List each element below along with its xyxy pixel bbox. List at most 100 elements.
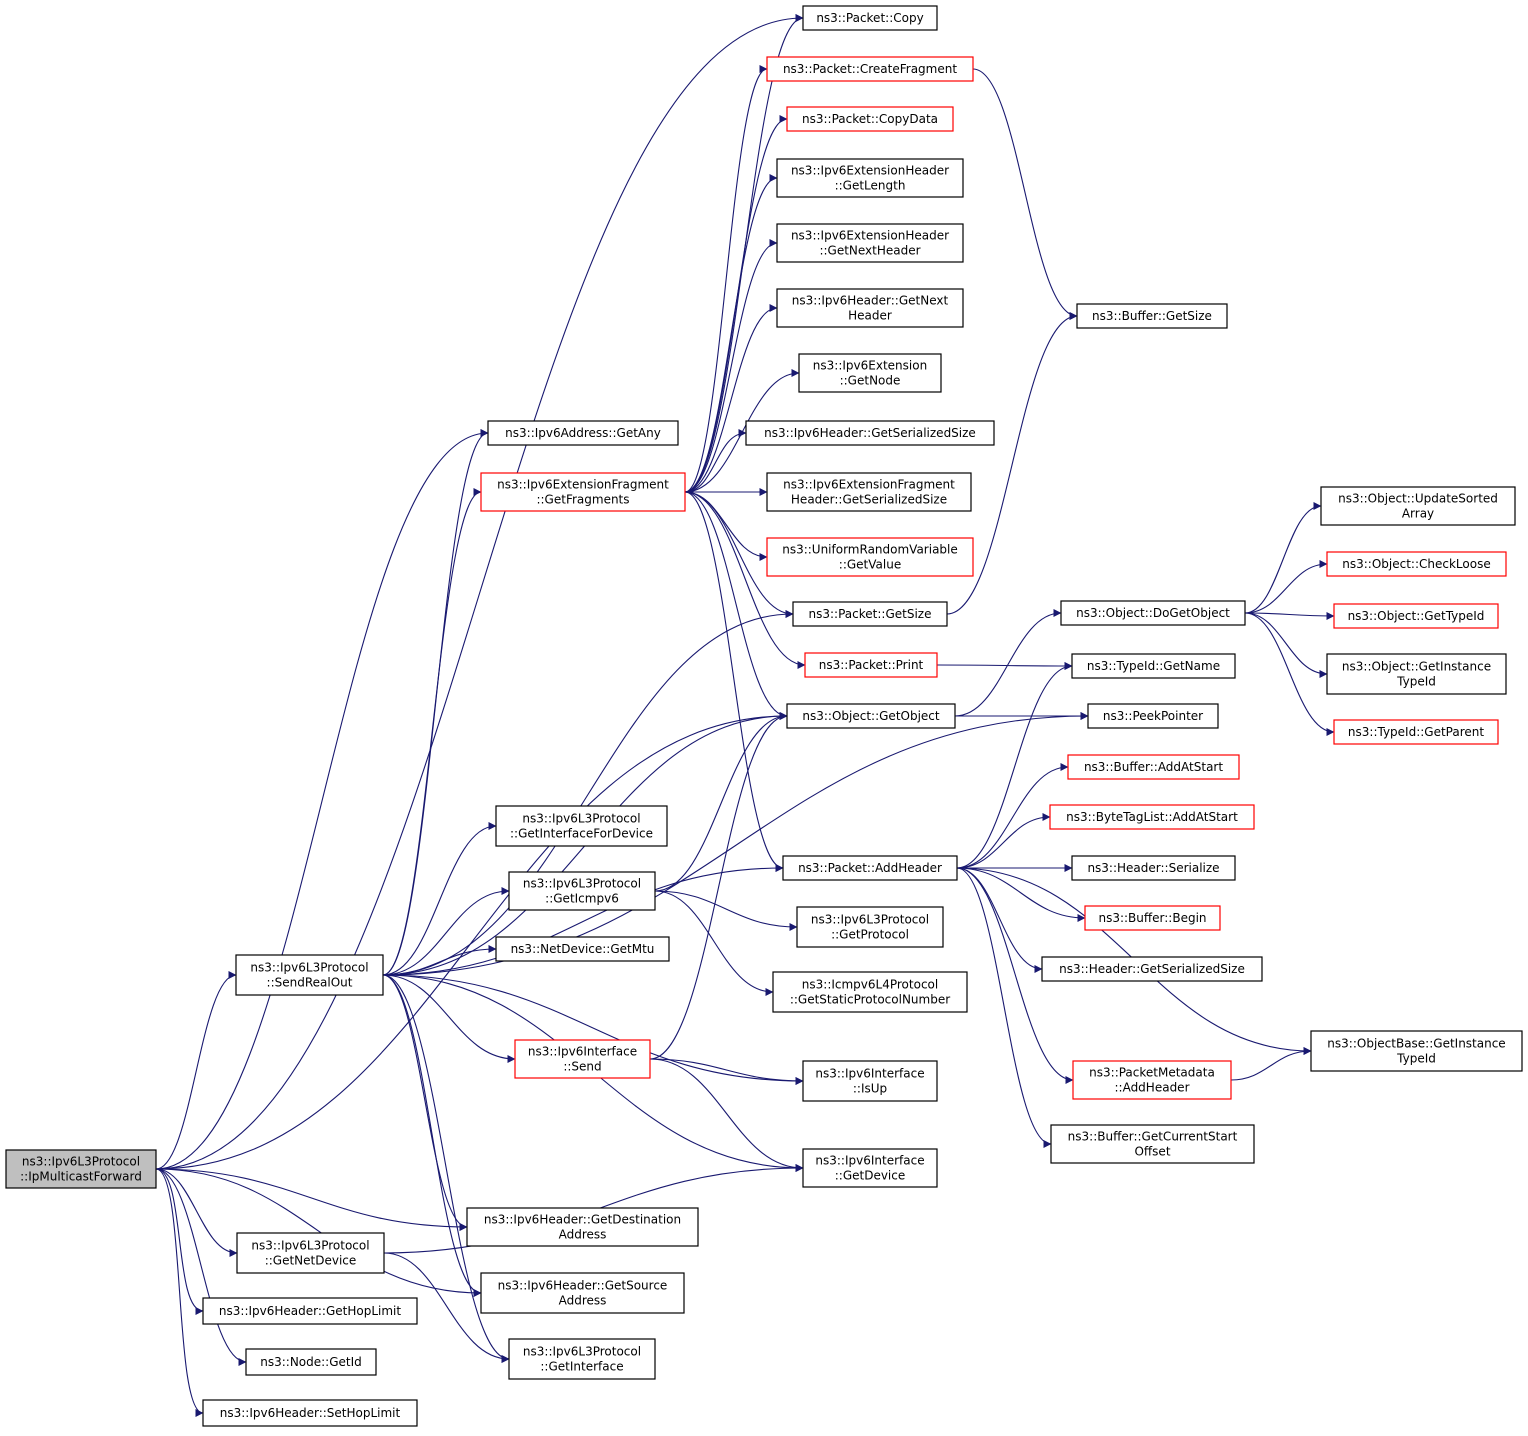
node-box[interactable] xyxy=(1072,1060,1232,1100)
node-getnetdevice[interactable]: ns3::Ipv6L3Protocol::GetNetDevice xyxy=(236,1232,385,1274)
node-typeid_getparent[interactable]: ns3::TypeId::GetParent xyxy=(1333,719,1499,745)
node-pkt_addheader[interactable]: ns3::Packet::AddHeader xyxy=(782,855,958,881)
node-box[interactable] xyxy=(487,420,679,446)
node-box[interactable] xyxy=(802,1060,938,1102)
node-header_sersize[interactable]: ns3::Header::GetSerializedSize xyxy=(1041,956,1263,982)
node-buf_addatstart[interactable]: ns3::Buffer::AddAtStart xyxy=(1067,754,1240,780)
node-box[interactable] xyxy=(514,1039,651,1079)
node-fraghdr_sersize[interactable]: ns3::Ipv6ExtensionFragmentHeader::GetSer… xyxy=(766,472,972,512)
node-box[interactable] xyxy=(508,1338,656,1380)
node-box[interactable] xyxy=(786,703,956,729)
node-uniform[interactable]: ns3::UniformRandomVariable::GetValue xyxy=(766,537,974,577)
node-box[interactable] xyxy=(236,1232,385,1274)
node-box[interactable] xyxy=(1060,600,1246,626)
node-getprotocol[interactable]: ns3::Ipv6L3Protocol::GetProtocol xyxy=(796,906,944,948)
node-box[interactable] xyxy=(802,5,938,31)
node-hdr_sersize[interactable]: ns3::Ipv6Header::GetSerializedSize xyxy=(745,420,995,446)
node-copydata[interactable]: ns3::Packet::CopyData xyxy=(786,106,954,132)
node-box[interactable] xyxy=(1041,956,1263,982)
node-box[interactable] xyxy=(766,472,972,512)
node-box[interactable] xyxy=(745,420,995,446)
node-iface_getdevice[interactable]: ns3::Ipv6Interface::GetDevice xyxy=(802,1148,938,1188)
node-copy[interactable]: ns3::Packet::Copy xyxy=(802,5,938,31)
node-box[interactable] xyxy=(495,805,668,847)
node-box[interactable] xyxy=(1326,653,1507,695)
node-getfragments[interactable]: ns3::Ipv6ExtensionFragment::GetFragments xyxy=(480,472,686,512)
node-exthdr_len[interactable]: ns3::Ipv6ExtensionHeader::GetLength xyxy=(776,158,964,198)
node-getobject[interactable]: ns3::Object::GetObject xyxy=(786,703,956,729)
node-box[interactable] xyxy=(1333,603,1499,629)
node-box[interactable] xyxy=(1071,653,1236,679)
node-createfrag[interactable]: ns3::Packet::CreateFragment xyxy=(766,56,974,82)
node-box[interactable] xyxy=(796,906,944,948)
node-box[interactable] xyxy=(1071,855,1236,881)
node-box[interactable] xyxy=(495,936,670,962)
node-box[interactable] xyxy=(1049,804,1255,830)
node-getinterface[interactable]: ns3::Ipv6L3Protocol::GetInterface xyxy=(508,1338,656,1380)
node-getany[interactable]: ns3::Ipv6Address::GetAny xyxy=(487,420,679,446)
node-box[interactable] xyxy=(776,223,964,263)
node-box[interactable] xyxy=(1084,905,1221,931)
node-box[interactable] xyxy=(1310,1030,1523,1072)
node-box[interactable] xyxy=(1076,303,1228,329)
node-box[interactable] xyxy=(1333,719,1499,745)
node-dogetobject[interactable]: ns3::Object::DoGetObject xyxy=(1060,600,1246,626)
node-box[interactable] xyxy=(792,601,948,627)
node-getifacefordevice[interactable]: ns3::Ipv6L3Protocol::GetInterfaceForDevi… xyxy=(495,805,668,847)
node-box[interactable] xyxy=(202,1399,418,1427)
node-gettypeid[interactable]: ns3::Object::GetTypeId xyxy=(1333,603,1499,629)
node-box[interactable] xyxy=(245,1348,377,1376)
node-box[interactable] xyxy=(235,954,384,996)
node-box[interactable] xyxy=(1320,486,1516,526)
node-box[interactable] xyxy=(1067,754,1240,780)
node-box[interactable] xyxy=(776,288,964,328)
node-box[interactable] xyxy=(508,871,656,911)
node-box[interactable] xyxy=(1050,1124,1255,1164)
node-box[interactable] xyxy=(1326,551,1507,577)
node-box[interactable] xyxy=(782,855,958,881)
node-pkt_getsize[interactable]: ns3::Packet::GetSize xyxy=(792,601,948,627)
node-root[interactable]: ns3::Ipv6L3Protocol::IpMulticastForward xyxy=(5,1149,157,1189)
node-iface_send[interactable]: ns3::Ipv6Interface::Send xyxy=(514,1039,651,1079)
node-buf_getsize[interactable]: ns3::Buffer::GetSize xyxy=(1076,303,1228,329)
node-icmp_staticprot[interactable]: ns3::Icmpv6L4Protocol::GetStaticProtocol… xyxy=(772,971,968,1013)
node-typeid_getname[interactable]: ns3::TypeId::GetName xyxy=(1071,653,1236,679)
node-box[interactable] xyxy=(480,1272,685,1314)
node-btl_addatstart[interactable]: ns3::ByteTagList::AddAtStart xyxy=(1049,804,1255,830)
node-box[interactable] xyxy=(766,56,974,82)
node-box[interactable] xyxy=(776,158,964,198)
node-box[interactable] xyxy=(804,652,938,678)
node-getmtu[interactable]: ns3::NetDevice::GetMtu xyxy=(495,936,670,962)
node-sethoplimit[interactable]: ns3::Ipv6Header::SetHopLimit xyxy=(202,1399,418,1427)
node-box[interactable] xyxy=(772,971,968,1013)
node-box[interactable] xyxy=(5,1149,157,1189)
node-iface_isup[interactable]: ns3::Ipv6Interface::IsUp xyxy=(802,1060,938,1102)
node-box[interactable] xyxy=(466,1207,699,1247)
node-peekpointer[interactable]: ns3::PeekPointer xyxy=(1087,703,1219,729)
node-box[interactable] xyxy=(802,1148,938,1188)
node-ext_node[interactable]: ns3::Ipv6Extension::GetNode xyxy=(798,353,942,393)
node-hdr_next[interactable]: ns3::Ipv6Header::GetNextHeader xyxy=(776,288,964,328)
node-gethoplimit[interactable]: ns3::Ipv6Header::GetHopLimit xyxy=(202,1297,418,1325)
node-box[interactable] xyxy=(798,353,942,393)
node-node_getid[interactable]: ns3::Node::GetId xyxy=(245,1348,377,1376)
node-box[interactable] xyxy=(202,1297,418,1325)
node-sendrealout[interactable]: ns3::Ipv6L3Protocol::SendRealOut xyxy=(235,954,384,996)
node-box[interactable] xyxy=(766,537,974,577)
node-geticmpv6[interactable]: ns3::Ipv6L3Protocol::GetIcmpv6 xyxy=(508,871,656,911)
node-buf_begin[interactable]: ns3::Buffer::Begin xyxy=(1084,905,1221,931)
node-exthdr_next[interactable]: ns3::Ipv6ExtensionHeader::GetNextHeader xyxy=(776,223,964,263)
node-checkloose[interactable]: ns3::Object::CheckLoose xyxy=(1326,551,1507,577)
node-hdr_serialize[interactable]: ns3::Header::Serialize xyxy=(1071,855,1236,881)
node-box[interactable] xyxy=(1087,703,1219,729)
node-box[interactable] xyxy=(480,472,686,512)
node-box[interactable] xyxy=(786,106,954,132)
node-pkt_print[interactable]: ns3::Packet::Print xyxy=(804,652,938,678)
node-pktmeta_addheader[interactable]: ns3::PacketMetadata::AddHeader xyxy=(1072,1060,1232,1100)
